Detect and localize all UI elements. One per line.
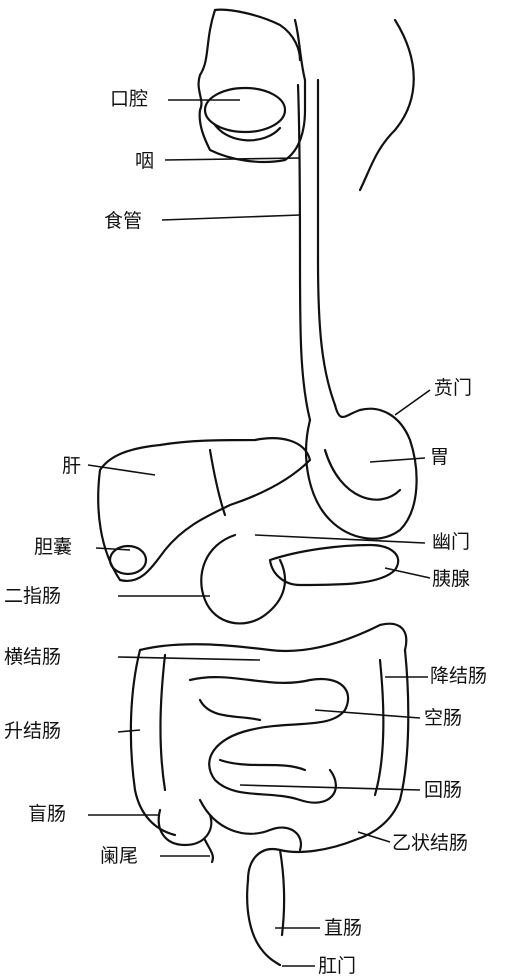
label-cardia: 贲门 [434, 377, 473, 399]
label-descending-colon: 降结肠 [430, 665, 488, 687]
leader-transverse-colon [117, 656, 261, 661]
label-sigmoid-colon: 乙状结肠 [392, 832, 469, 854]
leader-gallbladder [95, 547, 131, 551]
liver-lobe-divider [208, 448, 227, 517]
leader-ascending-colon [117, 729, 141, 733]
leader-pylorus [254, 534, 426, 544]
label-ascending-colon: 升结肠 [4, 720, 62, 742]
label-stomach: 胃 [430, 446, 450, 468]
label-jejunum: 空肠 [424, 707, 463, 729]
leader-sigmoid-colon [357, 831, 391, 843]
label-anus: 肛门 [318, 955, 357, 977]
leader-stomach [369, 457, 426, 463]
neck-outline [358, 18, 415, 192]
leader-esophagus [161, 214, 301, 221]
leader-pancreas [384, 567, 431, 579]
ascending-colon-inner [159, 653, 167, 792]
liver-outline [97, 437, 312, 583]
label-cecum: 盲肠 [28, 803, 67, 825]
descending-colon-inner [373, 658, 385, 797]
esophagus-right [316, 78, 337, 407]
appendix-shape [203, 838, 214, 864]
small-intestine-1 [188, 676, 350, 804]
stomach-outline [304, 403, 418, 540]
transverse-colon [138, 622, 408, 652]
leader-lines [87, 99, 431, 967]
leader-liver [87, 464, 156, 476]
tongue [213, 123, 282, 142]
cecum-shape [157, 808, 213, 847]
head-outline [197, 8, 307, 164]
pancreas-shape [268, 543, 400, 587]
leader-ileum [239, 784, 421, 791]
label-gallbladder: 胆囊 [34, 536, 73, 558]
label-appendix: 阑尾 [100, 845, 139, 867]
label-esophagus: 食管 [104, 210, 143, 232]
descending-colon [353, 648, 410, 842]
gallbladder-shape [108, 544, 148, 576]
stomach-inner [323, 448, 402, 501]
rectum-shape [246, 878, 282, 967]
leader-cardia [394, 389, 431, 416]
label-mouth: 口腔 [110, 88, 149, 110]
label-ileum: 回肠 [424, 779, 463, 801]
label-pylorus: 幽门 [432, 531, 471, 553]
label-rectum: 直肠 [324, 917, 363, 939]
label-pancreas: 胰腺 [432, 568, 471, 590]
small-intestine-2 [198, 698, 262, 722]
rectum-shape-right [278, 848, 286, 937]
label-duodenum: 二指肠 [4, 585, 62, 607]
nose-contour [213, 8, 302, 62]
esophagus-left [296, 83, 312, 422]
small-intestine-3 [218, 758, 307, 772]
oral-cavity [203, 86, 287, 134]
leader-pharynx [164, 157, 301, 161]
label-transverse-colon: 横结肠 [4, 646, 62, 668]
ascending-colon [129, 648, 177, 837]
small-intestine-4 [198, 798, 303, 852]
duodenum-loop [200, 533, 287, 625]
label-pharynx: 咽 [135, 150, 155, 172]
leader-jejunum [314, 709, 421, 719]
label-liver: 肝 [62, 455, 82, 477]
